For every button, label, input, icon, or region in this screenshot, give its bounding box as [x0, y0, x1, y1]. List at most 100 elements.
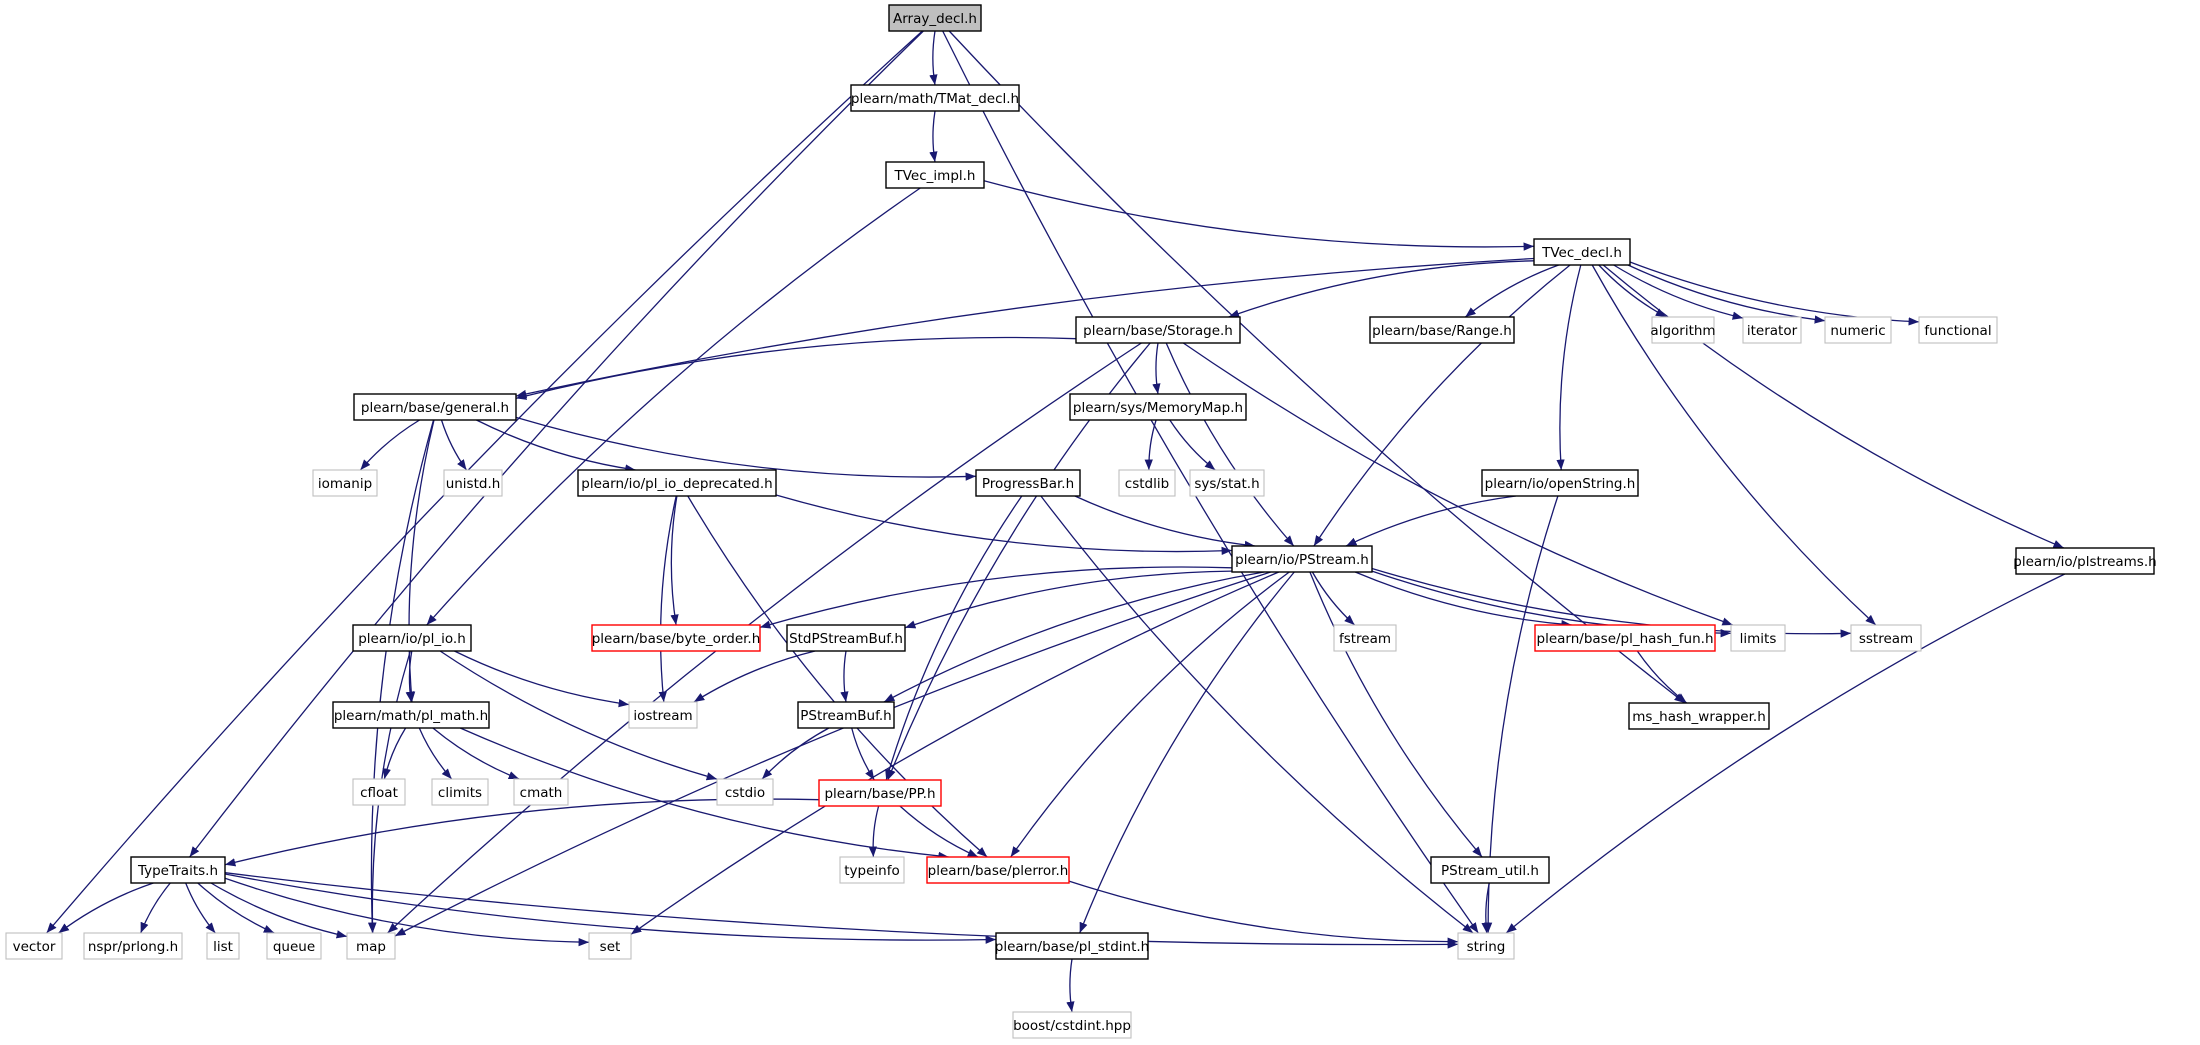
node-sstream[interactable]: sstream — [1850, 624, 1922, 652]
edge-general-to-iomanip — [359, 419, 420, 471]
node-label: cstdlib — [1125, 476, 1169, 492]
node-pl-hash-fun[interactable]: plearn/base/pl_hash_fun.h — [1534, 624, 1716, 652]
node-algorithm[interactable]: algorithm — [1650, 316, 1716, 344]
node-pp[interactable]: plearn/base/PP.h — [818, 779, 942, 807]
node-range[interactable]: plearn/base/Range.h — [1369, 316, 1515, 344]
node-cmath[interactable]: cmath — [513, 778, 569, 806]
node-vector[interactable]: vector — [5, 932, 63, 960]
node-pstreambuf[interactable]: PStreamBuf.h — [797, 701, 895, 729]
node-label: TVec_impl.h — [894, 168, 976, 184]
node-tvec-impl[interactable]: TVec_impl.h — [885, 161, 985, 189]
node-cstdio[interactable]: cstdio — [716, 778, 774, 806]
edge-pstream-to-pstreambuf — [883, 571, 1265, 703]
node-pl-io[interactable]: plearn/io/pl_io.h — [352, 624, 472, 652]
edge-storage-to-limits — [1182, 342, 1733, 626]
node-ms-hash-wrapper[interactable]: ms_hash_wrapper.h — [1628, 702, 1770, 730]
node-nspr-prlong[interactable]: nspr/prlong.h — [83, 932, 183, 960]
node-iterator[interactable]: iterator — [1742, 316, 1802, 344]
edge-tvec_decl-to-range — [1464, 264, 1559, 318]
node-box — [513, 778, 569, 806]
edge-storage-to-pstream — [1165, 342, 1295, 547]
node-label: set — [600, 939, 621, 955]
node-pstream-util[interactable]: PStream_util.h — [1430, 856, 1550, 884]
node-plerror[interactable]: plearn/base/plerror.h — [926, 856, 1070, 884]
node-queue[interactable]: queue — [266, 932, 322, 960]
node-iostream[interactable]: iostream — [628, 701, 698, 729]
node-typeinfo[interactable]: typeinfo — [839, 856, 905, 884]
node-label: TypeTraits.h — [137, 863, 218, 879]
node-plstreams[interactable]: plearn/io/plstreams.h — [2013, 547, 2157, 575]
node-stdpstreambuf[interactable]: StdPStreamBuf.h — [786, 624, 906, 652]
node-functional[interactable]: functional — [1918, 316, 1998, 344]
node-cfloat[interactable]: cfloat — [352, 778, 406, 806]
node-fstream[interactable]: fstream — [1333, 624, 1397, 652]
node-pstream[interactable]: plearn/io/PStream.h — [1231, 545, 1373, 573]
node-tvec-decl[interactable]: TVec_decl.h — [1533, 238, 1631, 266]
node-list[interactable]: list — [206, 932, 240, 960]
edge-general-to-map — [367, 419, 435, 934]
node-label: iterator — [1747, 323, 1798, 339]
edge-pl_hash_fun-to-ms_hash_wrapper — [1636, 650, 1688, 704]
edge-array_decl-to-typetraits — [189, 30, 924, 858]
node-label: plearn/base/plerror.h — [928, 863, 1069, 879]
node-typetraits[interactable]: TypeTraits.h — [130, 856, 226, 884]
node-array-decl[interactable]: Array_decl.h — [888, 4, 982, 32]
node-unistd[interactable]: unistd.h — [443, 469, 503, 497]
node-box — [839, 856, 905, 884]
node-storage[interactable]: plearn/base/Storage.h — [1075, 316, 1241, 344]
node-map[interactable]: map — [346, 932, 396, 960]
node-label: list — [213, 939, 233, 955]
edge-typetraits-to-vector — [58, 882, 154, 934]
node-memorymap[interactable]: plearn/sys/MemoryMap.h — [1069, 393, 1247, 421]
node-sys-stat[interactable]: sys/stat.h — [1189, 469, 1265, 497]
node-label: sys/stat.h — [1194, 476, 1259, 492]
node-iomanip[interactable]: iomanip — [312, 469, 378, 497]
edge-storage-to-general — [515, 336, 1077, 400]
node-general[interactable]: plearn/base/general.h — [353, 393, 517, 421]
node-box — [443, 469, 503, 497]
node-numeric[interactable]: numeric — [1824, 316, 1892, 344]
node-pl-stdint[interactable]: plearn/base/pl_stdint.h — [995, 932, 1149, 960]
node-label: ProgressBar.h — [982, 476, 1074, 492]
node-label: PStream_util.h — [1441, 863, 1539, 879]
node-cstdlib[interactable]: cstdlib — [1118, 469, 1176, 497]
node-label: limits — [1740, 631, 1777, 647]
node-box — [352, 778, 406, 806]
node-box — [1189, 469, 1265, 497]
node-pl-io-deprecated[interactable]: plearn/io/pl_io_deprecated.h — [577, 469, 777, 497]
node-boost-cstdint[interactable]: boost/cstdint.hpp — [1012, 1011, 1132, 1039]
node-tmat-decl[interactable]: plearn/math/TMat_decl.h — [850, 84, 1020, 112]
edge-tvec_decl-to-iterator — [1613, 264, 1744, 320]
edge-tvec_impl-to-tvec_decl — [983, 180, 1535, 251]
node-box — [312, 469, 378, 497]
edge-tvec_decl-to-plstreams — [1602, 264, 2065, 549]
node-box — [885, 161, 985, 189]
edge-pl_io-to-pl_math — [405, 650, 414, 703]
node-label: numeric — [1830, 323, 1885, 339]
edge-general-to-unistd — [440, 419, 468, 471]
edge-pstream-to-pl_hash_fun — [1354, 571, 1572, 629]
node-box — [2015, 547, 2155, 575]
node-set[interactable]: set — [588, 932, 632, 960]
node-box — [1850, 624, 1922, 652]
node-progressbar[interactable]: ProgressBar.h — [975, 469, 1081, 497]
node-label: cstdio — [725, 785, 765, 801]
node-climits[interactable]: climits — [431, 778, 489, 806]
node-limits[interactable]: limits — [1730, 624, 1786, 652]
node-label: plearn/io/PStream.h — [1235, 552, 1369, 568]
node-string[interactable]: string — [1457, 932, 1515, 960]
node-box — [332, 701, 490, 729]
node-box — [588, 932, 632, 960]
node-pl-math[interactable]: plearn/math/pl_math.h — [332, 701, 490, 729]
edge-general-to-pl_math — [407, 419, 435, 703]
node-box — [577, 469, 777, 497]
node-box — [353, 393, 517, 421]
node-label: plearn/base/pl_hash_fun.h — [1537, 631, 1714, 647]
edge-pl_io-to-cstdio — [439, 650, 718, 781]
edge-storage-to-map — [387, 342, 1142, 934]
edge-general-to-pl_io_deprecated — [476, 419, 636, 473]
node-label: plearn/base/pl_stdint.h — [995, 939, 1149, 955]
node-openstring[interactable]: plearn/io/openString.h — [1481, 469, 1639, 497]
node-byte-order[interactable]: plearn/base/byte_order.h — [591, 624, 761, 652]
